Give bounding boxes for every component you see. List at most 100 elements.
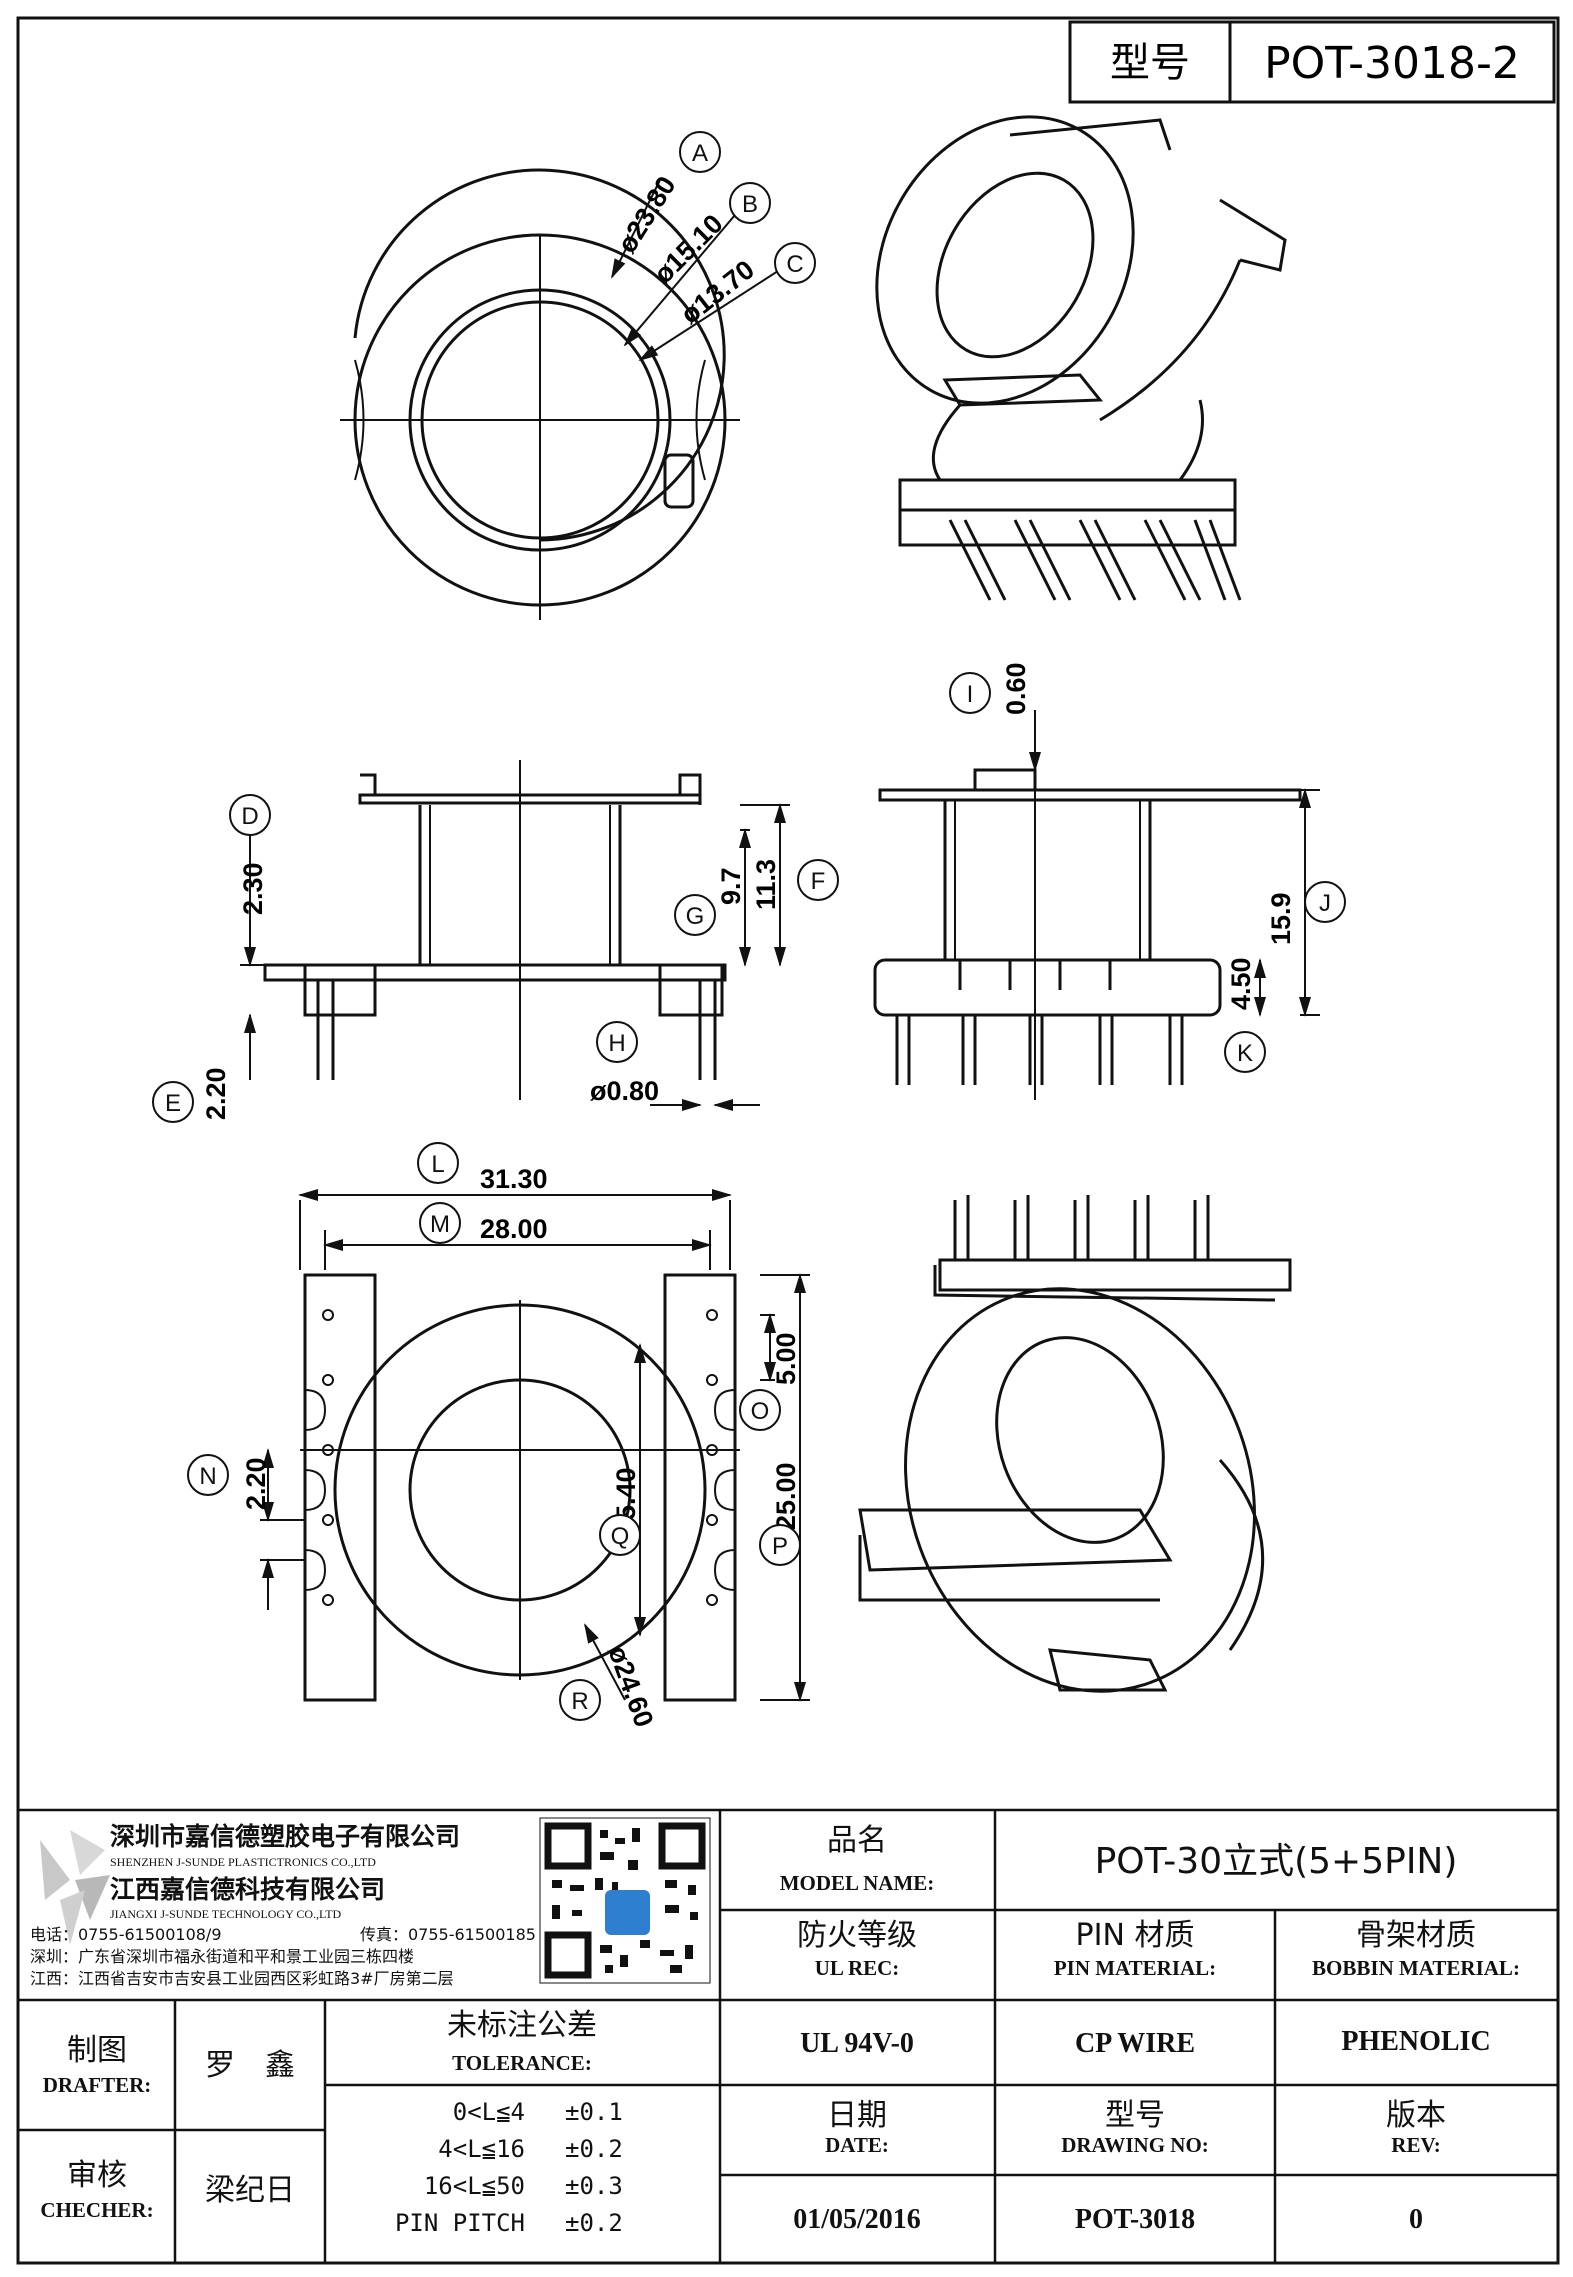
company-name-en-2: JIANGXI J-SUNDE TECHNOLOGY CO.,LTD <box>110 1907 342 1921</box>
rev-label-en: REV: <box>1391 2133 1440 2157</box>
dim-G-text: 9.7 <box>716 867 746 905</box>
model-box-value: POT-3018-2 <box>1264 38 1520 89</box>
balloon-Q-label: Q <box>611 1523 630 1550</box>
tolerance-value-3: ±0.3 <box>565 2172 623 2200</box>
balloon-O-label: O <box>751 1398 770 1425</box>
qr-code <box>539 1817 711 1984</box>
dim-E-text: 2.20 <box>201 1067 231 1120</box>
checker-name: 梁纪日 <box>205 2173 295 2208</box>
company-name-cn-1: 深圳市嘉信德塑胶电子有限公司 <box>110 1822 460 1851</box>
dim-F-text: 11.3 <box>751 859 781 910</box>
bobbin-material-label-cn: 骨架材质 <box>1356 1918 1476 1953</box>
dim-D-text: 2.30 <box>238 862 268 915</box>
balloon-A <box>679 131 721 173</box>
model-box: 型号 POT-3018-2 <box>1068 20 1556 104</box>
dim-O-text: 5.00 <box>771 1332 801 1385</box>
balloon-R <box>559 1679 601 1721</box>
drawing-no-label-cn: 型号 <box>1105 2098 1165 2133</box>
company-fax: 传真：0755-61500185 <box>360 1925 536 1944</box>
front-view <box>240 760 790 1111</box>
dim-I-text: 0.60 <box>1001 662 1031 715</box>
bobbin-material-value: PHENOLIC <box>1341 2026 1490 2057</box>
balloon-F <box>797 859 839 901</box>
sheet-border <box>16 16 1560 2265</box>
tolerance-range-2: 4<L≦16 <box>438 2135 525 2163</box>
date-label-cn: 日期 <box>827 2098 887 2133</box>
ul-label-cn: 防火等级 <box>797 1918 917 1953</box>
tolerance-range-3: 16<L≦50 <box>424 2172 525 2200</box>
company-address-jx: 江西：江西省吉安市吉安县工业园西区彩虹路3#厂房第二层 <box>30 1969 454 1988</box>
balloon-E-label: E <box>165 1090 181 1117</box>
balloon-R-label: R <box>571 1688 588 1715</box>
company-address-sz: 深圳：广东省深圳市福永街道和平和景工业园三栋四楼 <box>30 1947 414 1966</box>
balloon-G-label: G <box>686 903 705 930</box>
rev-label-cn: 版本 <box>1386 2098 1446 2133</box>
balloon-M-label: M <box>430 1211 450 1238</box>
iso-view-bottom <box>858 1195 1292 1693</box>
pin-material-label-en: PIN MATERIAL: <box>1054 1956 1216 1980</box>
dim-H-text: ø0.80 <box>590 1076 659 1106</box>
balloon-Q <box>599 1514 641 1556</box>
tolerance-value-2: ±0.2 <box>565 2135 623 2163</box>
dim-K-text: 4.50 <box>1226 957 1256 1010</box>
balloon-N-label: N <box>199 1463 216 1490</box>
balloon-P <box>759 1524 801 1566</box>
dim-J-text: 15.9 <box>1266 892 1296 945</box>
balloon-O <box>739 1389 781 1431</box>
balloon-J-label: J <box>1319 890 1331 917</box>
dim-R-text: ø24.60 <box>602 1642 659 1731</box>
balloon-N <box>187 1454 229 1496</box>
balloon-H <box>596 1021 638 1063</box>
dim-M-text: 28.00 <box>480 1214 548 1244</box>
balloon-E <box>152 1081 194 1123</box>
drafter-label-cn: 制图 <box>67 2033 127 2068</box>
balloons <box>152 131 1346 1721</box>
bobbin-material-label-en: BOBBIN MATERIAL: <box>1312 1956 1520 1980</box>
checker-label-cn: 审核 <box>67 2158 127 2193</box>
balloon-D-label: D <box>241 803 258 830</box>
balloon-K-label: K <box>1237 1040 1253 1067</box>
date-value: 01/05/2016 <box>793 2204 921 2235</box>
top-view <box>340 168 796 620</box>
tolerance-range-4: PIN PITCH <box>395 2209 525 2237</box>
checker-label-en: CHECHER: <box>40 2198 153 2222</box>
dim-L-text: 31.30 <box>480 1164 548 1194</box>
model-name-label-cn: 品名 <box>827 1823 887 1858</box>
balloon-C-label: C <box>786 251 803 278</box>
tolerance-label-en: TOLERANCE: <box>452 2051 592 2075</box>
tolerance-value-1: ±0.1 <box>565 2098 623 2126</box>
company-logo <box>40 1830 110 1945</box>
bottom-view <box>260 1189 810 1702</box>
tolerance-label-cn: 未标注公差 <box>447 2008 597 2043</box>
dim-N-text: 2.20 <box>241 1457 271 1510</box>
balloon-P-label: P <box>772 1533 788 1560</box>
drawing-no-value: POT-3018 <box>1075 2204 1195 2235</box>
balloon-F-label: F <box>811 868 826 895</box>
balloon-M <box>419 1202 461 1244</box>
pin-material-value: CP WIRE <box>1075 2028 1195 2059</box>
ul-value: UL 94V-0 <box>800 2028 914 2059</box>
side-view <box>873 710 1320 1100</box>
model-name-value: POT-30立式(5+5PIN) <box>1095 1841 1458 1882</box>
date-label-en: DATE: <box>825 2133 889 2157</box>
balloon-G <box>674 894 716 936</box>
balloon-I <box>949 672 991 714</box>
model-name-label-en: MODEL NAME: <box>780 1871 935 1895</box>
pin-material-label-cn: PIN 材质 <box>1076 1918 1195 1953</box>
tolerance-range-1: 0<L≦4 <box>453 2098 525 2126</box>
balloon-H-label: H <box>608 1030 625 1057</box>
balloon-L-label: L <box>431 1151 444 1178</box>
drafter-name: 罗 鑫 <box>205 2048 295 2083</box>
drawing-no-label-en: DRAWING NO: <box>1061 2133 1209 2157</box>
dim-P-text: 25.00 <box>771 1462 801 1530</box>
drafter-label-en: DRAFTER: <box>43 2073 152 2097</box>
ul-label-en: UL REC: <box>815 1956 900 1980</box>
title-block <box>18 1808 1558 2263</box>
rev-value: 0 <box>1409 2204 1423 2235</box>
balloon-B-label: B <box>742 191 758 218</box>
company-name-cn-2: 江西嘉信德科技有限公司 <box>110 1875 385 1904</box>
model-box-label: 型号 <box>1110 40 1190 86</box>
balloon-I-label: I <box>967 681 974 708</box>
balloon-C <box>774 242 816 284</box>
